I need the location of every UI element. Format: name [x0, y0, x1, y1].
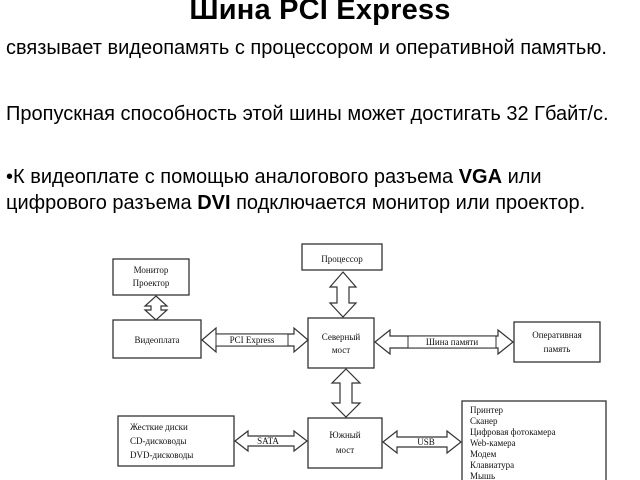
north-bridge-label-2: мост — [332, 345, 350, 355]
pci-express-label: PCI Express — [230, 335, 275, 345]
device-scanner: Сканер — [470, 416, 498, 426]
text-vga: VGA — [458, 166, 503, 188]
text-segment: или цифрового разъема — [6, 166, 542, 214]
south-bridge-label-2: мост — [336, 445, 354, 455]
text-dvi: DVI — [197, 192, 231, 214]
south-bridge-block: Южный мост — [307, 417, 383, 469]
paragraph-pci-description: связывает видеопамять с процессором и оп… — [6, 37, 607, 59]
memory-bus-label: Шина памяти — [426, 337, 479, 347]
ram-block: Оперативная память — [513, 321, 601, 363]
pci-express-label-box — [215, 333, 289, 347]
device-mouse: Мышь — [470, 471, 495, 480]
arrow-usb — [382, 429, 462, 455]
paragraph-bandwidth: Пропускная способность этой шины может д… — [6, 103, 609, 125]
memory-bus-label-box — [407, 335, 497, 349]
paragraph-connectors: •К видеоплате с помощью аналогового разъ… — [6, 164, 626, 216]
device-printer: Принтер — [470, 405, 504, 415]
text-segment: подключается монитор или проектор. — [230, 192, 586, 214]
slide-title: Шина PCI Express — [189, 0, 451, 26]
usb-label: USB — [417, 437, 435, 447]
storage-block: Жесткие диски CD-дисководы DVD-дисководы — [117, 415, 235, 467]
north-bridge-block: Северный мост — [307, 317, 375, 369]
storage-label-dvd: DVD-дисководы — [130, 450, 193, 460]
videocard-label: Видеоплата — [135, 335, 180, 345]
processor-block: Процессор — [301, 243, 383, 271]
storage-label-cd: CD-дисководы — [130, 436, 186, 446]
ram-label-2: память — [544, 344, 571, 354]
monitor-label: Монитор — [134, 265, 169, 275]
monitor-block: Монитор Проектор — [112, 258, 190, 296]
text-segment: •К видеоплате с помощью аналогового разъ… — [6, 166, 459, 188]
ram-label: Оперативная — [532, 330, 582, 340]
storage-label-hdd: Жесткие диски — [130, 422, 188, 432]
arrow-north-south — [330, 368, 362, 418]
device-keyboard: Клавиатура — [470, 460, 514, 470]
arrow-sata — [234, 429, 308, 453]
videocard-block: Видеоплата — [112, 319, 202, 359]
south-bridge-label: Южный — [329, 430, 360, 440]
projector-label: Проектор — [133, 278, 170, 288]
arrow-processor-north — [328, 271, 358, 318]
sata-label: SATA — [257, 436, 279, 446]
arrow-monitor-videocard — [143, 295, 169, 321]
peripherals-block: Принтер Сканер Цифровая фотокамера Web-к… — [461, 400, 607, 480]
processor-label: Процессор — [321, 254, 363, 264]
device-modem: Модем — [470, 449, 497, 459]
device-camera: Цифровая фотокамера — [470, 427, 556, 437]
device-webcam: Web-камера — [470, 438, 516, 448]
north-bridge-label: Северный — [322, 332, 361, 342]
